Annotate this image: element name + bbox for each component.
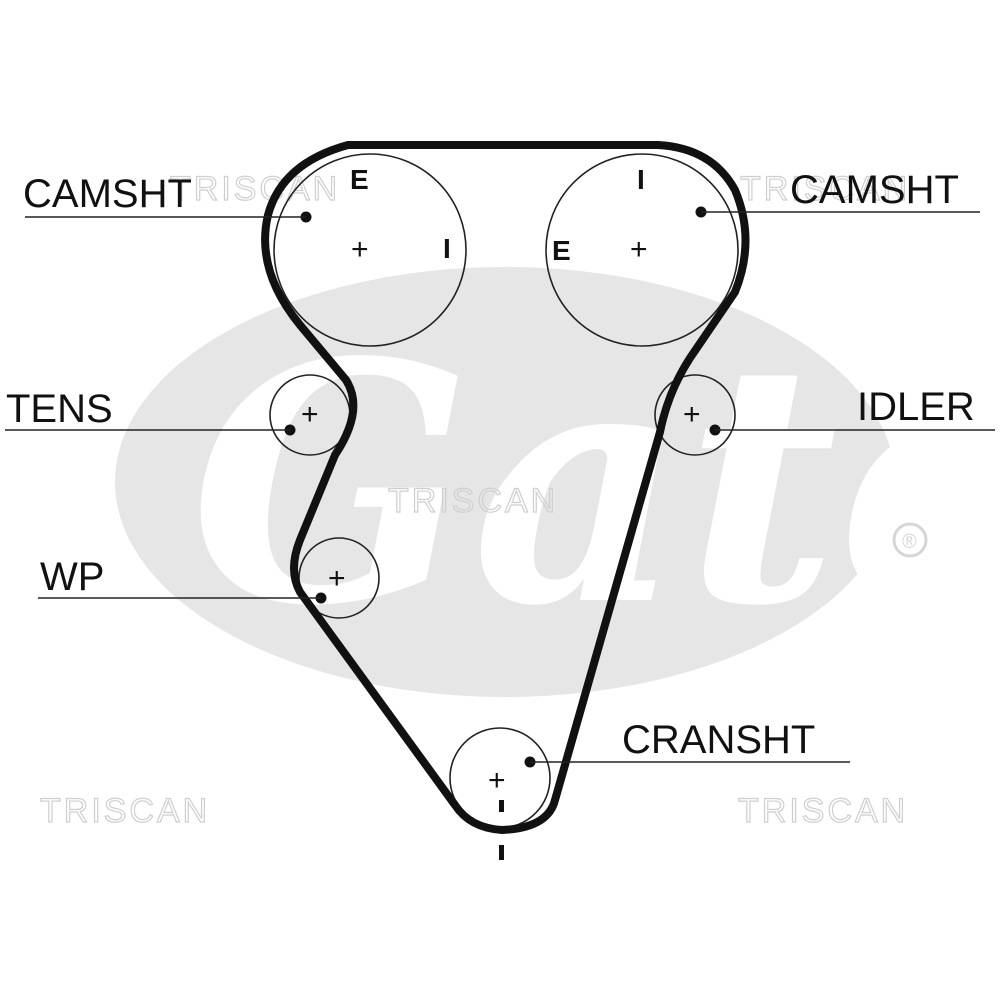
left-cam-intake-mark: I	[443, 233, 451, 264]
tensioner-center-icon: +	[301, 398, 319, 431]
registered-symbol: ®	[902, 531, 917, 553]
idler-center-icon: +	[683, 398, 701, 431]
crank-timing-mark-lower	[499, 845, 504, 860]
left-camshaft-center-icon: +	[351, 233, 369, 266]
crankshaft-center-icon: +	[488, 764, 506, 797]
left-camshaft-label: CAMSHT	[23, 172, 192, 216]
triscan-watermark-center: TRISCAN	[388, 482, 558, 520]
right-cam-exhaust-mark: E	[552, 235, 571, 266]
registered-mark	[892, 522, 928, 558]
right-camshaft-pulley	[545, 153, 739, 347]
triscan-watermark-bottom-left: TRISCAN	[40, 792, 210, 830]
triscan-watermark-bottom-right: TRISCAN	[738, 792, 908, 830]
right-cam-intake-mark: I	[637, 164, 645, 195]
logo-text: Gates	[190, 290, 1000, 678]
right-camshaft-label: CAMSHT	[790, 168, 959, 212]
timing-belt	[261, 141, 750, 834]
crank-timing-mark-upper	[499, 800, 504, 812]
left-camshaft-pulley	[273, 153, 467, 347]
right-camshaft-center-icon: +	[630, 233, 648, 266]
triscan-watermark-top-right: TRISCAN	[740, 170, 910, 208]
idler-pulley	[654, 374, 736, 456]
water-pump-label: WP	[40, 555, 104, 599]
triscan-watermark-top-left: TRISCAN	[170, 170, 340, 208]
tensioner-label: TENS	[6, 387, 113, 431]
idler-label: IDLER	[857, 385, 975, 429]
water-pump-center-icon: +	[328, 562, 346, 595]
left-cam-exhaust-mark: E	[350, 164, 369, 195]
crankshaft-label: CRANSHT	[622, 718, 815, 762]
